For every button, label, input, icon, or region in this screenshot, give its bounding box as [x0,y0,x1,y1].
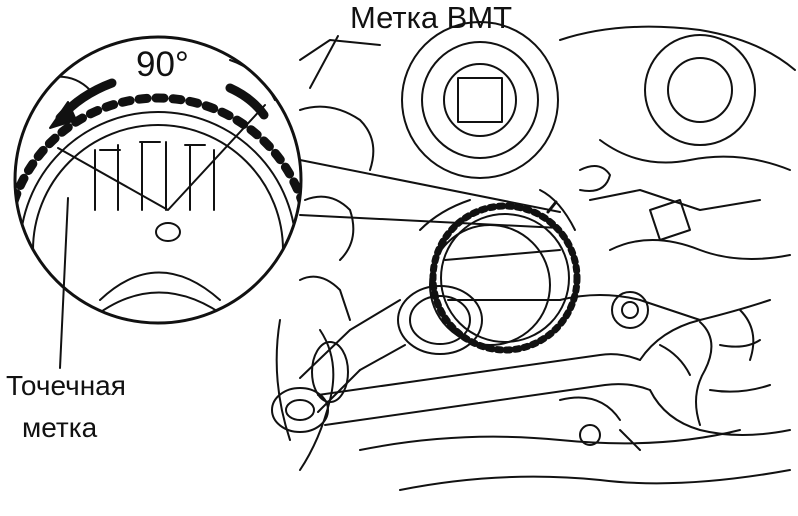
dot-mark-label-line1: Точечная [6,370,126,401]
angle-label: 90° [136,45,189,84]
callout-line-upper [299,159,561,213]
callout-line-lower [299,214,561,229]
hand-icon [639,299,791,436]
magnifier-circle [13,35,303,325]
arrowhead-left-icon [49,101,77,129]
socket-wrench-icon [271,285,651,433]
magnifier-detail [13,35,303,325]
crankshaft-sprocket [429,200,581,354]
tdc-mark-label: Метка ВМТ [350,0,513,35]
tdc-leader-line [309,35,339,89]
dot-mark [155,222,181,242]
dot-mark-label-line2: метка [22,412,98,443]
idler-pulley [401,21,559,179]
dot-mark-leader-line [59,197,69,369]
angle-lines [57,104,266,211]
